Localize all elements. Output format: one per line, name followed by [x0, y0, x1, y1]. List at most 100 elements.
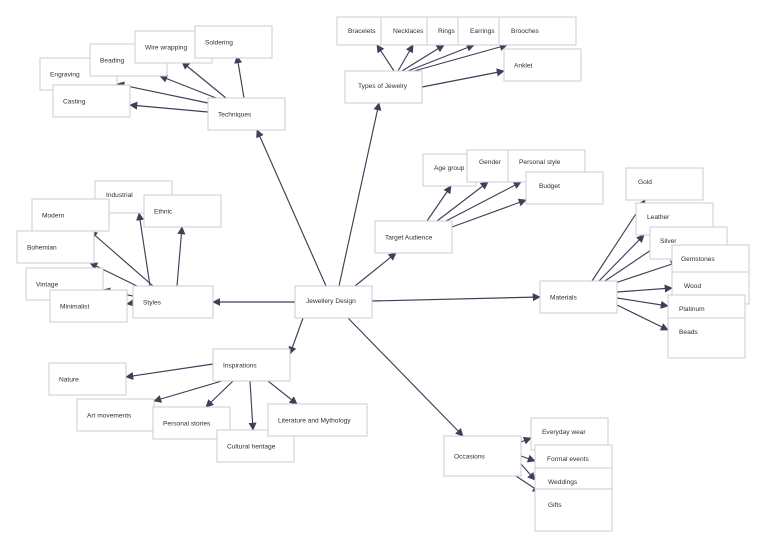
node-label-target-audience: Target Audience	[385, 234, 433, 241]
node-box-bohemian	[16, 230, 95, 264]
edge-techniques-to-engraving	[116, 81, 209, 104]
node-label-weddings: Weddings	[548, 479, 578, 486]
node-label-wire-wrapping: Wire wrapping	[145, 44, 187, 51]
node-materials[interactable]: Materials	[539, 280, 618, 314]
node-label-age-group: Age group	[434, 165, 465, 172]
node-nature[interactable]: Nature	[48, 362, 127, 396]
edge-styles-to-modern	[89, 230, 154, 287]
edge-types-of-jewelry-to-necklaces	[397, 44, 414, 72]
node-label-industrial: Industrial	[106, 192, 133, 199]
node-soldering[interactable]: Soldering	[194, 25, 273, 59]
edge-occasions-to-formal-events	[520, 454, 536, 463]
node-bohemian[interactable]: Bohemian	[16, 230, 95, 264]
edge-occasions-to-weddings	[520, 463, 536, 481]
node-label-minimalist: Minimalist	[60, 303, 89, 310]
node-box-literature-and-mythology	[267, 403, 368, 437]
node-box-jewellery-design	[294, 285, 373, 319]
node-ethnic[interactable]: Ethnic	[143, 194, 222, 228]
node-literature-and-mythology[interactable]: Literature and Mythology	[267, 403, 368, 437]
node-label-bohemian: Bohemian	[27, 244, 57, 251]
edge-jewellery-design-to-techniques	[256, 129, 327, 287]
node-label-anklet: Anklet	[514, 62, 532, 69]
node-gifts[interactable]: Gifts	[534, 488, 613, 532]
edge-occasions-to-everyday-wear	[520, 436, 532, 445]
edge-target-audience-to-gender	[436, 181, 489, 222]
node-types-of-jewelry[interactable]: Types of Jewelry	[344, 70, 423, 104]
edge-techniques-to-wire-wrapping	[181, 61, 227, 99]
edge-target-audience-to-budget	[451, 198, 527, 228]
node-label-inspirations: Inspirations	[223, 362, 257, 369]
edge-techniques-to-casting	[129, 101, 209, 113]
node-label-casting: Casting	[63, 98, 86, 105]
node-cultural-heritage[interactable]: Cultural heritage	[216, 429, 295, 463]
node-anklet[interactable]: Anklet	[503, 48, 582, 82]
node-label-literature-and-mythology: Literature and Mythology	[278, 417, 351, 424]
edge-types-of-jewelry-to-bracelets	[376, 44, 395, 72]
node-label-gender: Gender	[479, 159, 502, 166]
edge-materials-to-platinum	[616, 297, 669, 309]
node-box-bracelets	[336, 16, 388, 46]
node-label-materials: Materials	[550, 294, 577, 301]
node-box-occasions	[443, 435, 522, 477]
edge-styles-to-bohemian	[89, 262, 138, 287]
node-art-movements[interactable]: Art movements	[76, 398, 155, 432]
node-inspirations[interactable]: Inspirations	[212, 348, 291, 382]
node-box-inspirations	[212, 348, 291, 382]
node-box-brooches	[498, 16, 577, 46]
node-modern[interactable]: Modern	[31, 198, 110, 232]
node-label-platinum: Platinum	[679, 306, 705, 313]
edge-styles-to-ethnic	[176, 226, 186, 287]
node-label-gifts: Gifts	[548, 502, 562, 509]
edge-inspirations-to-nature	[125, 363, 214, 380]
node-label-brooches: Brooches	[511, 28, 540, 35]
node-label-soldering: Soldering	[205, 39, 233, 46]
node-box-gender	[466, 149, 516, 183]
node-casting[interactable]: Casting	[52, 84, 131, 118]
node-target-audience[interactable]: Target Audience	[374, 220, 453, 254]
node-occasions[interactable]: Occasions	[443, 435, 522, 477]
node-label-occasions: Occasions	[454, 453, 485, 460]
node-gold[interactable]: Gold	[625, 167, 704, 201]
node-budget[interactable]: Budget	[525, 171, 604, 205]
node-box-gold	[625, 167, 704, 201]
node-box-art-movements	[76, 398, 155, 432]
edge-techniques-to-soldering	[234, 55, 245, 99]
node-techniques[interactable]: Techniques	[207, 97, 286, 131]
node-label-modern: Modern	[42, 212, 65, 219]
node-label-necklaces: Necklaces	[393, 28, 424, 35]
node-beads[interactable]: Beads	[667, 317, 746, 359]
edge-jewellery-design-to-types-of-jewelry	[338, 102, 382, 287]
node-box-nature	[48, 362, 127, 396]
node-box-casting	[52, 84, 131, 118]
node-label-vintage: Vintage	[36, 281, 59, 288]
node-label-jewellery-design: Jewellery Design	[306, 298, 356, 305]
edge-types-of-jewelry-to-earrings	[407, 43, 475, 72]
edge-jewellery-design-to-occasions	[347, 317, 464, 437]
node-box-styles	[132, 285, 214, 319]
node-label-budget: Budget	[539, 183, 560, 190]
edge-inspirations-to-personal-stories	[205, 380, 234, 408]
node-label-nature: Nature	[59, 376, 79, 383]
node-label-bracelets: Bracelets	[348, 28, 376, 35]
node-bracelets[interactable]: Bracelets	[336, 16, 388, 46]
edge-materials-to-beads	[616, 304, 669, 331]
nodes-layer: Jewellery DesignTechniquesEngravingCasti…	[16, 16, 750, 532]
node-label-techniques: Techniques	[218, 111, 252, 118]
node-box-beads	[667, 317, 746, 359]
node-brooches[interactable]: Brooches	[498, 16, 577, 46]
edge-target-audience-to-age-group	[426, 185, 452, 222]
node-label-personal-stories: Personal stories	[163, 420, 211, 427]
node-label-gold: Gold	[638, 179, 652, 186]
edge-inspirations-to-literature-and-mythology	[267, 380, 298, 405]
node-label-styles: Styles	[143, 299, 162, 306]
node-necklaces[interactable]: Necklaces	[380, 16, 432, 46]
node-minimalist[interactable]: Minimalist	[49, 289, 128, 323]
node-styles[interactable]: Styles	[132, 285, 214, 319]
node-label-cultural-heritage: Cultural heritage	[227, 443, 276, 450]
edge-jewellery-design-to-inspirations	[288, 317, 304, 355]
node-jewellery-design[interactable]: Jewellery Design	[294, 285, 373, 319]
node-label-earrings: Earrings	[470, 28, 495, 35]
edge-target-audience-to-personal-style	[445, 181, 522, 222]
node-label-gemstones: Gemstones	[681, 256, 715, 263]
node-gender[interactable]: Gender	[466, 149, 516, 183]
